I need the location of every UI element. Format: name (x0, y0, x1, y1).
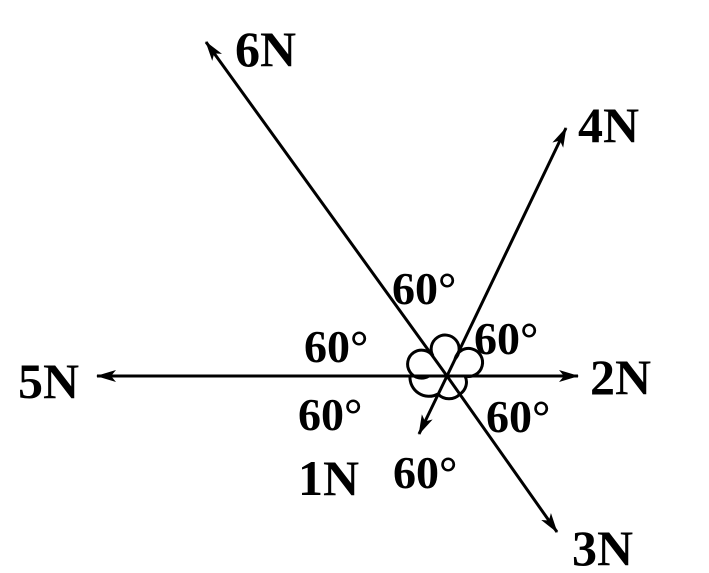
force-arrow-1n (417, 375, 449, 435)
force-label-1n: 1N (298, 450, 359, 506)
force-arrow-3n (445, 375, 559, 533)
angle-label-upper-right: 60° (474, 313, 538, 364)
force-label-3n: 3N (572, 520, 633, 573)
angle-label-top: 60° (392, 263, 456, 314)
angle-label-bottom: 60° (393, 447, 457, 498)
angle-label-upper-left: 60° (304, 321, 368, 372)
force-label-5n: 5N (18, 353, 79, 409)
angle-label-lower-right: 60° (486, 391, 550, 442)
force-label-4n: 4N (578, 97, 639, 153)
angle-label-lower-left: 60° (298, 389, 362, 440)
force-label-2n: 2N (590, 349, 651, 405)
force-label-6n: 6N (235, 21, 296, 77)
angle-arcs (406, 333, 484, 401)
force-arrow-6n (204, 41, 449, 377)
force-arrow-4n (445, 127, 568, 377)
